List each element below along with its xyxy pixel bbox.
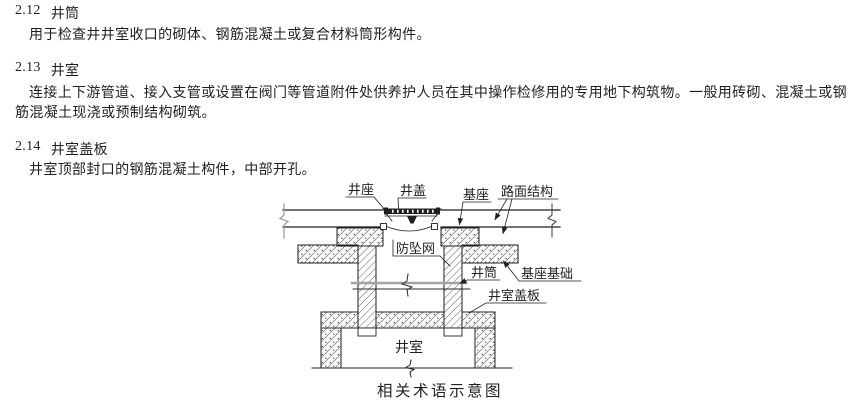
label-base: 基座: [463, 187, 489, 202]
base-foundation-right-block: [461, 244, 519, 264]
label-chamber-cover-slab: 井室盖板: [488, 288, 540, 303]
leader-lines: [345, 196, 582, 314]
shaft-wall-left-stub: [357, 327, 377, 337]
label-base-foundation: 基座基础: [521, 266, 573, 281]
label-pavement-structure: 路面结构: [501, 184, 553, 199]
frame-center-stem: [407, 216, 417, 224]
left-break-mark: [278, 203, 290, 239]
label-anti-fall-net: 防坠网: [396, 241, 435, 256]
section-number: 2.12: [15, 3, 41, 18]
label-manhole-frame: 井座: [348, 182, 374, 197]
shaft-wall-right: [443, 245, 463, 329]
base-left-block: [336, 227, 384, 247]
paragraph-line: 筋混凝土现浇或预制结构砌筑。: [15, 106, 216, 121]
paragraph-line: 用于检查井井室收口的砌体、钢筋混凝土或复合材料筒形构件。: [29, 28, 431, 43]
manhole-cover-assembly: [382, 207, 442, 224]
label-chamber: 井室: [395, 339, 423, 356]
shaft-wall-left: [357, 245, 377, 329]
shaft-break: [350, 273, 471, 297]
label-shaft: 井筒: [471, 265, 497, 280]
section-title: 井室: [50, 64, 80, 79]
section-title: 井室盖板: [50, 143, 108, 158]
leader-chamber-cover-slab: [468, 302, 547, 314]
chamber-wall-right: [474, 327, 496, 369]
base-right-block: [440, 227, 480, 247]
leader-base: [457, 201, 492, 226]
leader-anti-fall-net: [392, 239, 451, 267]
leader-pavement-1: [494, 198, 508, 221]
leader-manhole-cover: [397, 197, 427, 210]
section-number: 2.13: [15, 60, 41, 75]
leader-shaft: [459, 278, 501, 285]
base-foundation-left-block: [297, 244, 359, 264]
anti-fall-net: [380, 223, 438, 232]
section-heading: 2.13 井室: [15, 60, 79, 80]
section-title: 井筒: [50, 7, 80, 22]
paragraph-line: 连接上下游管道、接入支管或设置在阀门等管道附件处供养护人员在其中操作检修用的专用…: [29, 86, 847, 101]
shaft-wall-right-stub: [443, 327, 463, 337]
label-manhole-cover: 井盖: [400, 183, 426, 198]
section-heading: 2.14 井室盖板: [15, 139, 108, 159]
diagram-labels: 井座 井盖 基座 路面结构 防坠网 井筒 基座基础 井室盖板 井室: [348, 182, 573, 356]
section-heading: 2.12 井筒: [15, 3, 79, 23]
chamber-wall-left: [320, 327, 342, 369]
paragraph-line: 井室顶部封口的钢筋混凝土构件，中部开孔。: [29, 163, 316, 178]
section-number: 2.14: [15, 139, 41, 154]
chamber-cover-slab: [320, 311, 496, 337]
leader-pavement-2: [501, 198, 513, 235]
diagram-caption: 相关术语示意图: [377, 381, 503, 400]
terms-diagram: 井座 井盖 基座 路面结构 防坠网 井筒 基座基础 井室盖板 井室 相关术语示意…: [278, 182, 582, 400]
leader-base-foundation: [502, 260, 582, 282]
leader-manhole-frame: [345, 196, 386, 211]
chamber-floor-line: [311, 359, 513, 378]
right-break-mark: [547, 203, 557, 238]
